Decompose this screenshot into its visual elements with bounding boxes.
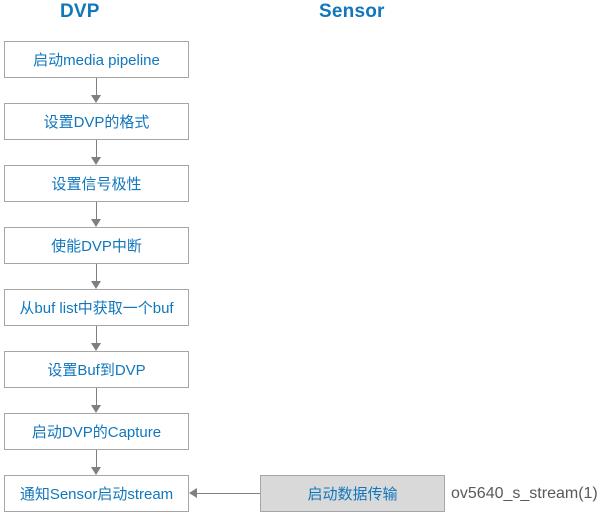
flow-step-label: 设置信号极性: [51, 176, 142, 193]
arrow-left-icon: [189, 488, 197, 498]
arrow-down-icon: [91, 219, 101, 227]
step-connector-line: [96, 388, 97, 405]
step-connector-line: [96, 326, 97, 343]
flow-step-label: 通知Sensor启动stream: [19, 486, 174, 503]
function-annotation: ov5640_s_stream(1): [451, 485, 598, 502]
flow-step-box: 设置信号极性: [4, 165, 189, 202]
arrow-down-icon: [91, 157, 101, 165]
flow-step-label: 使能DVP中断: [51, 238, 142, 255]
flow-step-box: 从buf list中获取一个buf: [4, 289, 189, 326]
sensor-action-label: 启动数据传输: [307, 486, 398, 503]
flow-step-label: 设置DVP的格式: [43, 114, 150, 131]
step-connector-line: [96, 450, 97, 467]
column-header-dvp: DVP: [60, 1, 100, 22]
column-header-sensor: Sensor: [319, 1, 385, 22]
flow-step-label: 启动DVP的Capture: [31, 424, 162, 441]
sensor-action-box: 启动数据传输: [260, 475, 445, 512]
flow-step-box: 启动DVP的Capture: [4, 413, 189, 450]
arrow-down-icon: [91, 343, 101, 351]
flow-step-box: 通知Sensor启动stream: [4, 475, 189, 512]
step-connector-line: [96, 202, 97, 219]
arrow-down-icon: [91, 281, 101, 289]
flow-step-box: 设置Buf到DVP: [4, 351, 189, 388]
arrow-down-icon: [91, 467, 101, 475]
flow-step-box: 使能DVP中断: [4, 227, 189, 264]
flow-step-label: 启动media pipeline: [33, 52, 160, 69]
flow-step-box: 启动media pipeline: [4, 41, 189, 78]
step-connector-line: [96, 78, 97, 95]
arrow-down-icon: [91, 405, 101, 413]
step-connector-line: [96, 264, 97, 281]
step-connector-line: [96, 140, 97, 157]
flow-step-label: 从buf list中获取一个buf: [19, 300, 174, 317]
sensor-to-dvp-arrow-line: [197, 493, 260, 494]
flow-step-label: 设置Buf到DVP: [47, 362, 146, 379]
flow-step-box: 设置DVP的格式: [4, 103, 189, 140]
arrow-down-icon: [91, 95, 101, 103]
